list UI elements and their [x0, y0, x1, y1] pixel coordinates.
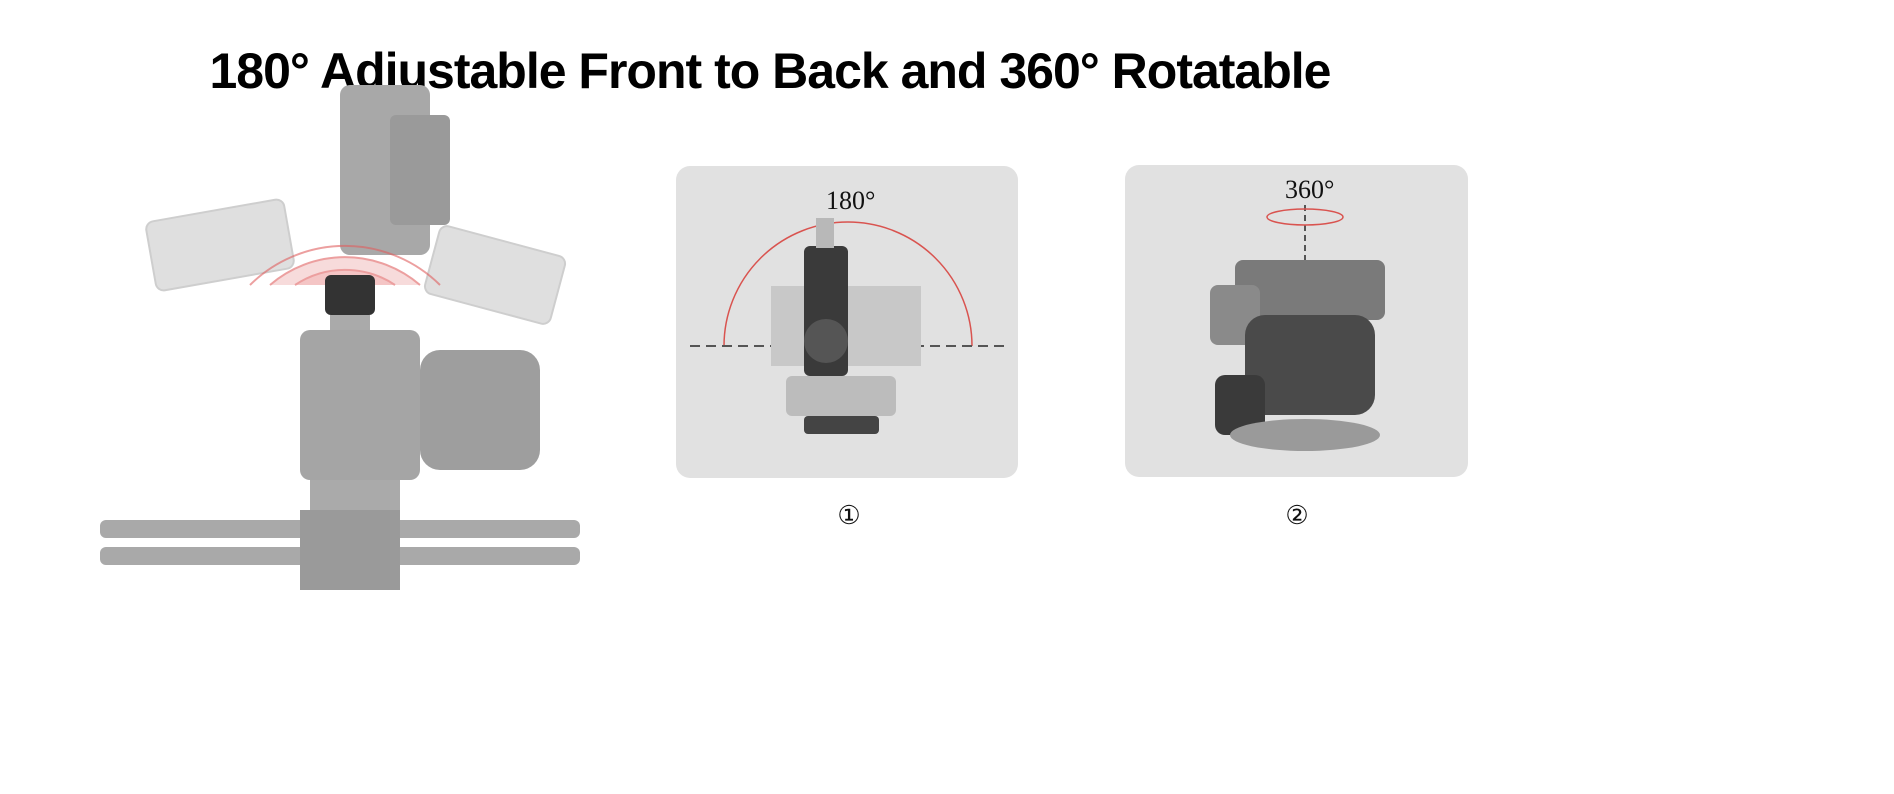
panel-number-2: ②: [1285, 500, 1309, 530]
panel-rotate-360: 360°: [1125, 165, 1468, 477]
panel-number-1: ①: [837, 500, 861, 530]
panel-tilt-180: 180°: [676, 166, 1018, 478]
angle-label-360: 360°: [1285, 175, 1335, 204]
angle-label-180: 180°: [826, 186, 876, 215]
